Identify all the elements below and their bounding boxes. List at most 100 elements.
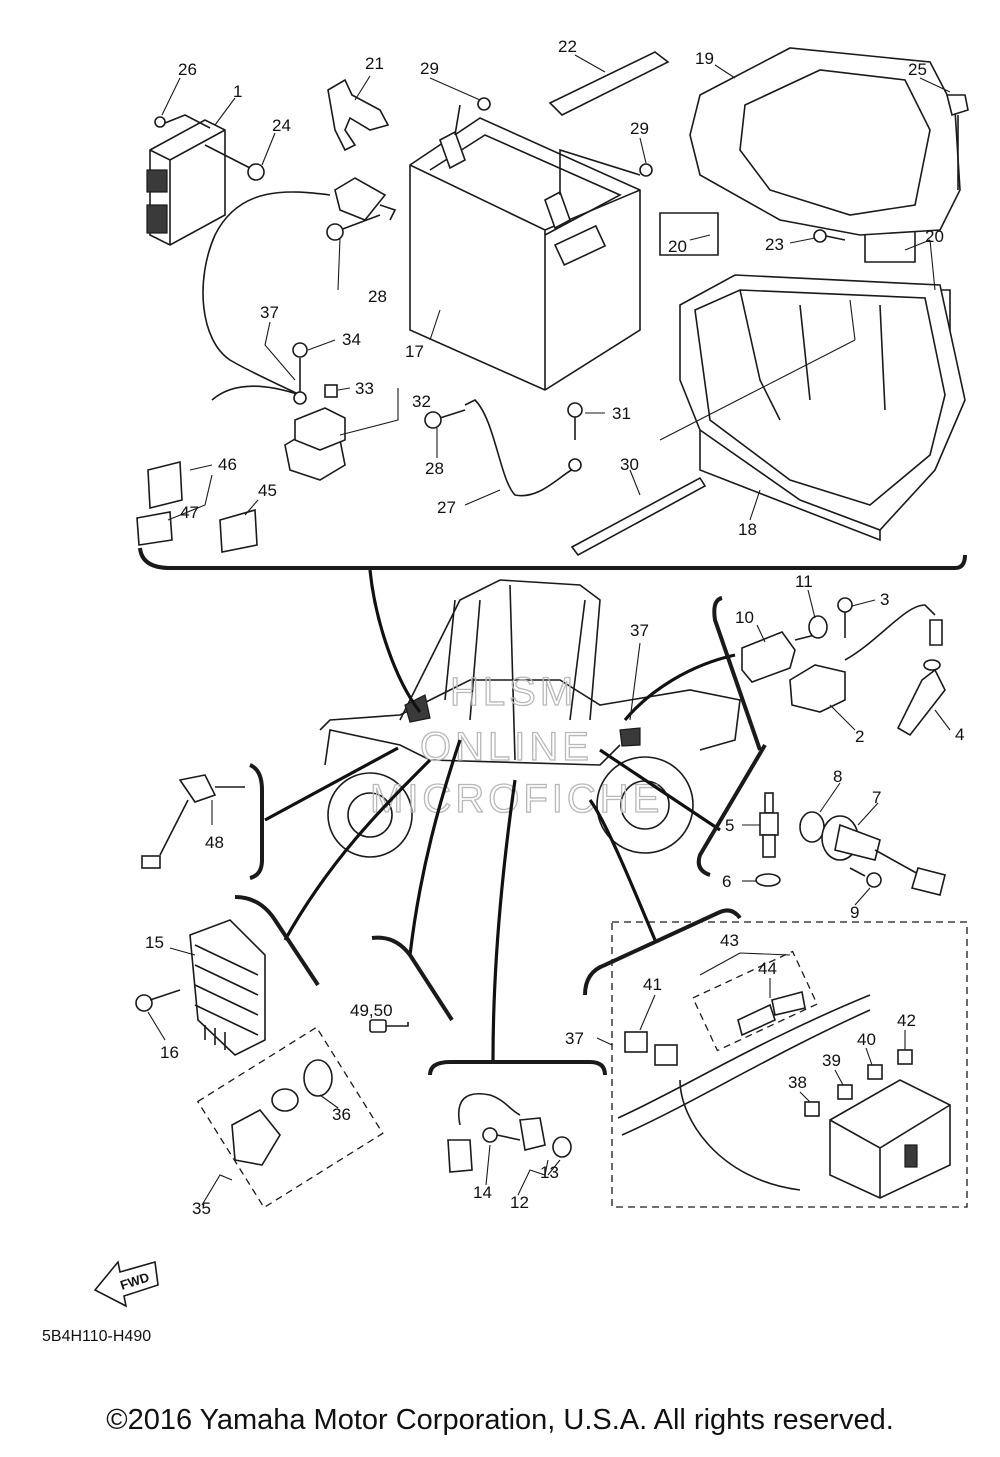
copyright-notice: ©2016 Yamaha Motor Corporation, U.S.A. A… — [106, 1404, 894, 1436]
callout-25: 25 — [908, 60, 927, 79]
bolt-9 — [849, 867, 882, 888]
pad-20-left — [659, 212, 719, 256]
switch-dash-box — [196, 1026, 384, 1209]
callout-14: 14 — [473, 1183, 492, 1202]
bracket-10-2-4 — [712, 596, 762, 751]
plug-cap — [896, 619, 946, 737]
wire-harness-37 — [202, 177, 397, 401]
bolt-28-upper — [326, 214, 381, 241]
callout-4: 4 — [955, 725, 964, 744]
clamp-21 — [327, 78, 390, 152]
callout-40: 40 — [857, 1030, 876, 1049]
bolt-3 — [837, 597, 853, 638]
callout-43: 43 — [720, 931, 739, 950]
fuse-39 — [837, 1084, 853, 1100]
bracket-12 — [428, 1060, 607, 1076]
leader-15 — [283, 758, 432, 941]
rectifier-regulator — [189, 919, 266, 1056]
fwd-arrow-icon: FWD — [93, 1260, 159, 1308]
callout-22: 22 — [558, 37, 577, 56]
watermark-line3: MICROFICHE — [370, 777, 663, 821]
vehicle-illustration — [319, 579, 741, 858]
watermark-line2: ONLINE — [420, 725, 593, 769]
sensor-48 — [141, 774, 245, 869]
callout-42: 42 — [897, 1011, 916, 1030]
bolt-28-lower — [424, 409, 466, 429]
ignition-coil — [789, 604, 936, 713]
relay-45 — [219, 508, 258, 553]
washer-29-left — [477, 97, 491, 111]
bracket-37 — [583, 908, 742, 996]
bracket-15 — [234, 895, 320, 987]
key — [369, 1019, 409, 1033]
callout-39: 39 — [822, 1051, 841, 1070]
spark-plug — [759, 792, 779, 858]
callout-37-vehicle: 37 — [630, 621, 649, 640]
top-section-bracket — [138, 547, 967, 570]
ecu-unit — [146, 114, 226, 246]
fuse-box — [829, 1079, 951, 1199]
callout-29-left: 29 — [420, 59, 439, 78]
callout-16: 16 — [160, 1043, 179, 1062]
callout-34: 34 — [342, 330, 361, 349]
callout-28-upper: 28 — [368, 287, 387, 306]
diagram-code: 5B4H110-H490 — [42, 1328, 151, 1345]
callout-47: 47 — [180, 503, 199, 522]
callout-35: 35 — [192, 1199, 211, 1218]
starter-relay — [284, 342, 346, 481]
callout-5: 5 — [725, 816, 734, 835]
relay-46 — [147, 460, 183, 510]
callout-49-50: 49,50 — [350, 1001, 393, 1020]
washer-29-right — [639, 163, 653, 177]
screw-23 — [813, 229, 846, 243]
callout-30: 30 — [620, 455, 639, 474]
callout-3: 3 — [880, 590, 889, 609]
callout-12: 12 — [510, 1193, 529, 1212]
bolt-25 — [945, 94, 969, 190]
o-ring-8 — [799, 811, 825, 843]
strap-22 — [548, 51, 670, 116]
fuse-38 — [804, 1101, 820, 1117]
callout-38: 38 — [788, 1073, 807, 1092]
callout-46: 46 — [218, 455, 237, 474]
callout-6: 6 — [722, 872, 731, 891]
negative-cable-27 — [464, 399, 582, 497]
leader-37 — [588, 799, 657, 941]
callout-29-right: 29 — [630, 119, 649, 138]
fuse-40 — [867, 1064, 883, 1080]
sensor-7 — [821, 815, 946, 896]
battery — [409, 104, 641, 391]
main-switch — [231, 1059, 333, 1166]
bolt-16 — [135, 989, 181, 1012]
callout-32: 32 — [412, 392, 431, 411]
bracket-5-9 — [696, 743, 767, 877]
callout-37-top: 37 — [260, 303, 279, 322]
callout-37-box: 37 — [565, 1029, 584, 1048]
leader-12 — [491, 779, 517, 1061]
callout-48: 48 — [205, 833, 224, 852]
callout-33: 33 — [355, 379, 374, 398]
relay-47 — [136, 511, 173, 546]
callout-23: 23 — [765, 235, 784, 254]
harness-sub-box — [692, 950, 818, 1052]
wire-harness-37-detail — [617, 991, 871, 1191]
callout-7: 7 — [872, 788, 881, 807]
crank-sensor — [447, 1093, 546, 1173]
bolt-14 — [482, 1127, 521, 1143]
bolt-31 — [567, 402, 583, 440]
leader-top — [368, 569, 422, 713]
battery-box-cover — [689, 47, 961, 236]
callout-27: 27 — [437, 498, 456, 517]
callout-18: 18 — [738, 520, 757, 539]
cable-tie-30 — [570, 476, 707, 557]
harness-dash-box — [611, 921, 968, 1208]
callout-17: 17 — [405, 342, 424, 361]
leader-48 — [264, 746, 399, 822]
callout-2: 2 — [855, 727, 864, 746]
leader-5 — [599, 748, 721, 832]
callout-45: 45 — [258, 481, 277, 500]
callout-11: 11 — [795, 572, 813, 591]
fuse-42 — [897, 1049, 913, 1065]
washer-6 — [755, 873, 781, 887]
